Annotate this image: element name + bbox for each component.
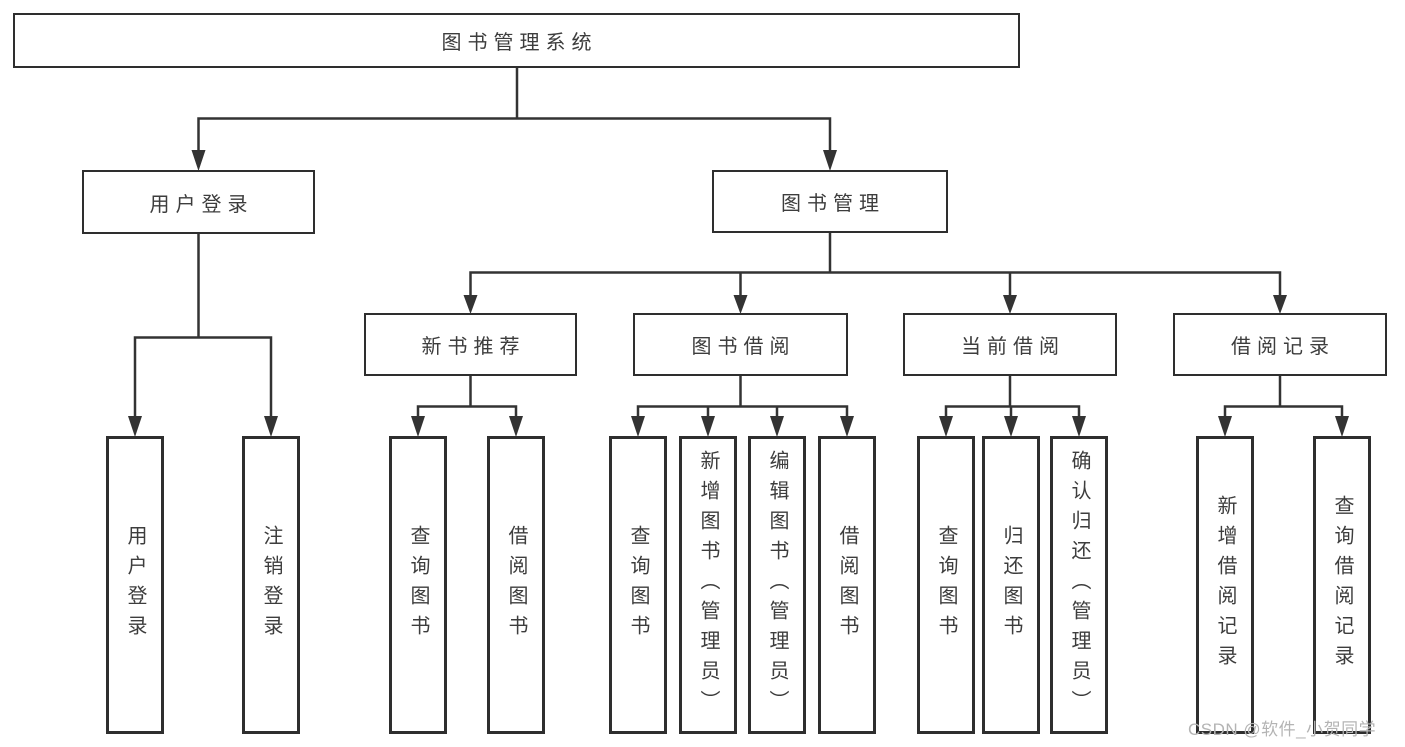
leaf-logout-login-label: 注销登录 bbox=[260, 525, 282, 645]
node-new-book-recommend: 新书推荐 bbox=[364, 313, 577, 376]
leaf-borrow-books-recommend: 借阅图书 bbox=[487, 436, 545, 734]
leaf-add-books-admin-label: 新增图书（管理员） bbox=[697, 450, 719, 720]
node-book-borrowing-label: 图书借阅 bbox=[691, 336, 796, 358]
leaf-query-books-borrowing: 查询图书 bbox=[609, 436, 667, 734]
leaf-borrow-books-recommend-label: 借阅图书 bbox=[505, 525, 527, 645]
leaf-user-login-label: 用户登录 bbox=[124, 525, 146, 645]
node-new-book-recommend-label: 新书推荐 bbox=[421, 336, 526, 358]
csdn-watermark: CSDN @软件_小贺同学 bbox=[1188, 720, 1377, 739]
node-borrowing-records: 借阅记录 bbox=[1173, 313, 1387, 376]
node-library-management-system-label: 图书管理系统 bbox=[441, 32, 598, 54]
connector-book-borrowing bbox=[631, 376, 854, 437]
node-user-login: 用户登录 bbox=[82, 170, 315, 234]
leaf-user-login: 用户登录 bbox=[106, 436, 164, 734]
leaf-query-borrow-record: 查询借阅记录 bbox=[1313, 436, 1371, 734]
connector-root bbox=[191, 68, 837, 171]
connector-borrowing-records bbox=[1218, 376, 1349, 437]
leaf-logout-login: 注销登录 bbox=[242, 436, 300, 734]
connector-user-login bbox=[128, 234, 278, 437]
leaf-confirm-return-admin-label: 确认归还（管理员） bbox=[1068, 450, 1090, 720]
leaf-query-books-current: 查询图书 bbox=[917, 436, 975, 734]
leaf-return-books-label: 归还图书 bbox=[1000, 525, 1022, 645]
leaf-add-borrow-record: 新增借阅记录 bbox=[1196, 436, 1254, 734]
leaf-query-books-borrowing-label: 查询图书 bbox=[627, 525, 649, 645]
leaf-borrow-books-borrowing-label: 借阅图书 bbox=[836, 525, 858, 645]
leaf-query-books-recommend: 查询图书 bbox=[389, 436, 447, 734]
node-user-login-label: 用户登录 bbox=[149, 193, 254, 216]
connector-book-management bbox=[463, 233, 1287, 314]
connector-current-borrowing bbox=[939, 376, 1086, 437]
leaf-query-borrow-record-label: 查询借阅记录 bbox=[1331, 495, 1353, 675]
node-book-management-label: 图书管理 bbox=[781, 193, 885, 215]
node-borrowing-records-label: 借阅记录 bbox=[1231, 336, 1335, 358]
leaf-confirm-return-admin: 确认归还（管理员） bbox=[1050, 436, 1108, 734]
leaf-query-books-recommend-label: 查询图书 bbox=[407, 525, 429, 645]
node-library-management-system: 图书管理系统 bbox=[13, 13, 1020, 68]
leaf-add-books-admin: 新增图书（管理员） bbox=[679, 436, 737, 734]
leaf-return-books: 归还图书 bbox=[982, 436, 1040, 734]
leaf-add-borrow-record-label: 新增借阅记录 bbox=[1214, 495, 1236, 675]
leaf-edit-books-admin-label: 编辑图书（管理员） bbox=[766, 450, 788, 720]
node-book-management: 图书管理 bbox=[712, 170, 948, 233]
node-current-borrowing-label: 当前借阅 bbox=[961, 336, 1065, 358]
node-current-borrowing: 当前借阅 bbox=[903, 313, 1117, 376]
node-book-borrowing: 图书借阅 bbox=[633, 313, 848, 376]
leaf-borrow-books-borrowing: 借阅图书 bbox=[818, 436, 876, 734]
connector-new-book-recommend bbox=[411, 376, 523, 437]
leaf-edit-books-admin: 编辑图书（管理员） bbox=[748, 436, 806, 734]
leaf-query-books-current-label: 查询图书 bbox=[935, 525, 957, 645]
